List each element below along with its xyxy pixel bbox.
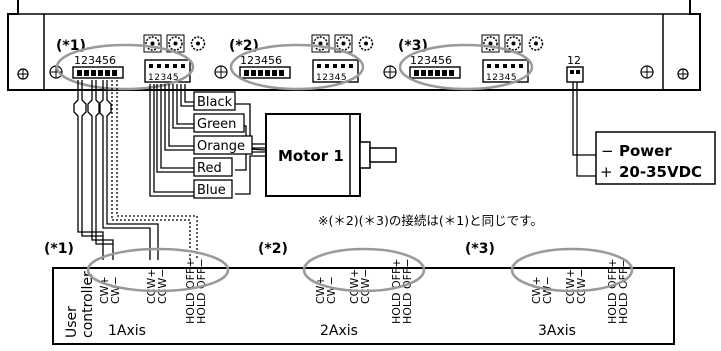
- signal-label: CW+: [530, 276, 543, 304]
- wire-label-green: Green: [197, 117, 236, 132]
- wire-label-blue: Blue: [197, 183, 226, 198]
- signal-label: HOLD OFF+: [184, 258, 197, 324]
- power-pin-numbers: 12: [567, 54, 581, 67]
- axis-marker: (*2): [258, 241, 288, 257]
- axis-highlight-ellipse: [510, 247, 634, 293]
- mounting-screw-icon: [17, 68, 29, 80]
- motor-connector: [482, 59, 529, 83]
- motor-pin-numbers: 12345: [148, 73, 179, 83]
- axis-highlight-ellipse: [302, 247, 426, 293]
- dip-switch-numbers: 123456: [410, 54, 452, 67]
- power-box: [595, 131, 716, 185]
- signal-label: CCW+: [348, 269, 361, 304]
- power-voltage-label: 20-35VDC: [619, 163, 702, 181]
- rotary-switch-icon: [358, 36, 374, 51]
- axis-marker: (*3): [465, 241, 495, 257]
- signal-label: CW−: [109, 276, 122, 304]
- motor-label: Motor 1: [278, 147, 344, 165]
- axis-signals: CW+ CW− CCW+ CCW− HOLD OFF+ HOLD OFF−: [530, 258, 630, 324]
- rotary-switch-icon: [143, 34, 162, 53]
- signal-label: CCW−: [359, 269, 372, 304]
- power-plus-sign: +: [600, 163, 613, 181]
- signal-label: HOLD OFF−: [401, 258, 414, 324]
- mounting-screw-icon: [640, 65, 654, 79]
- motor-pin-numbers: 12345: [486, 73, 517, 83]
- connection-note: ※(＊2)(＊3)の接続は(＊1)と同じです。: [318, 213, 543, 228]
- axis-label: 2Axis: [320, 323, 358, 339]
- rotary-switch-icon: [481, 34, 500, 53]
- driver-group-marker: (*1): [56, 38, 86, 54]
- axis-signals: CW+ CW− CCW+ CCW− HOLD OFF+ HOLD OFF−: [314, 258, 414, 324]
- power-minus-sign: −: [601, 142, 614, 160]
- mounting-screw-icon: [383, 65, 397, 79]
- signal-label: CCW+: [564, 269, 577, 304]
- mounting-screw-icon: [214, 65, 228, 79]
- signal-label: CW−: [325, 276, 338, 304]
- driver-group-marker: (*2): [229, 38, 259, 54]
- signal-label: HOLD OFF−: [617, 258, 630, 324]
- axis-label: 3Axis: [538, 323, 576, 339]
- rotary-switch-icon: [311, 34, 330, 53]
- motor-pin-numbers: 12345: [316, 73, 347, 83]
- signal-label: CCW−: [575, 269, 588, 304]
- driver-board: (*1) 123456 12345 (*2) 123456 12345 (*3)…: [7, 0, 701, 91]
- motor-icon: [265, 113, 397, 197]
- dip-switch-numbers: 123456: [74, 54, 116, 67]
- power-connector: [566, 66, 584, 83]
- axis-label: 1Axis: [108, 323, 146, 339]
- motor-wire-labels: Black Green Orange Red Blue: [193, 91, 253, 199]
- power-label: Power: [619, 142, 672, 160]
- motor-connector: [312, 59, 359, 83]
- rotary-switch-icon: [528, 36, 544, 51]
- axis-marker: (*1): [44, 241, 74, 257]
- signal-label: HOLD OFF−: [195, 258, 208, 324]
- group-highlight-ellipse: [229, 43, 365, 91]
- dip-switch-numbers: 123456: [240, 54, 282, 67]
- rotary-switch-icon: [190, 36, 206, 51]
- motor-connector: [144, 59, 191, 83]
- power-wires: [572, 82, 596, 177]
- driver-group-marker: (*3): [398, 38, 428, 54]
- wire-label-red: Red: [197, 161, 222, 176]
- signal-label: HOLD OFF+: [390, 258, 403, 324]
- signal-label: HOLD OFF+: [606, 258, 619, 324]
- controller-wires: [73, 80, 159, 260]
- rotary-switch-icon: [334, 34, 353, 53]
- group-highlight-ellipse: [55, 43, 195, 91]
- controller-title-line1: User: [64, 306, 80, 338]
- group-highlight-ellipse: [398, 43, 534, 91]
- signal-label: CCW−: [156, 269, 169, 304]
- controller-title-line2: controller: [80, 271, 96, 338]
- signal-label: CCW+: [145, 269, 158, 304]
- wire-label-black: Black: [197, 95, 233, 110]
- axis-highlight-ellipse: [86, 247, 230, 293]
- user-controller-box: [52, 267, 675, 345]
- controller-wires-dashed: [111, 80, 198, 260]
- mounting-screw-icon: [677, 68, 689, 80]
- wire-label-orange: Orange: [197, 139, 245, 154]
